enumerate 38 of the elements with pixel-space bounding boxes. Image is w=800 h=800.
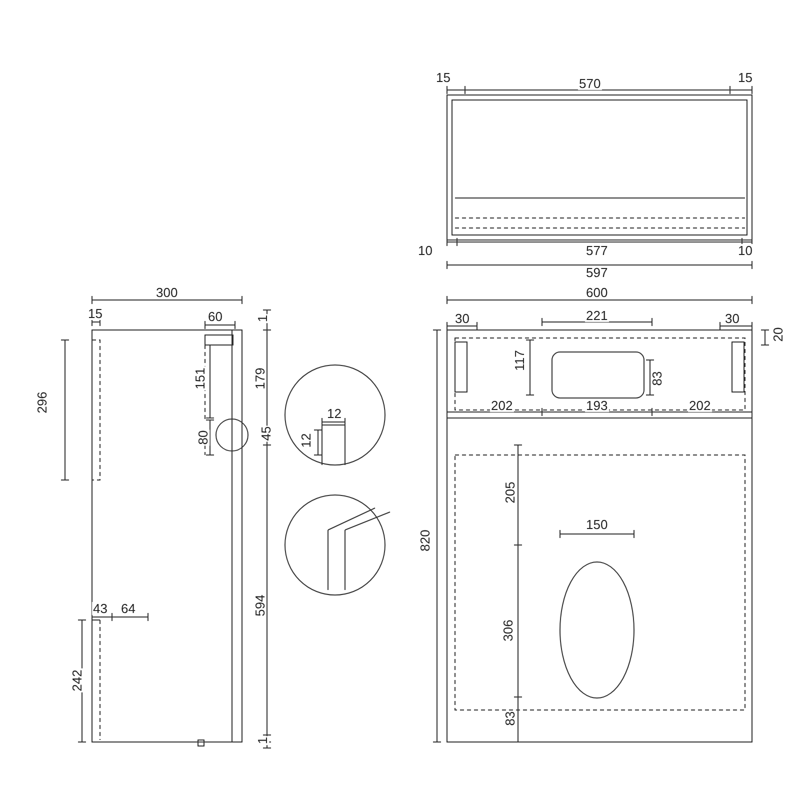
dimension-label: 306	[501, 618, 514, 642]
dimension-label: 570	[578, 76, 602, 90]
dimension-label: 202	[490, 398, 514, 412]
dimension-label: 64	[120, 602, 136, 614]
dimension-label: 221	[585, 308, 609, 322]
dimension-label: 45	[260, 424, 273, 442]
dimension-label: 15	[737, 70, 754, 84]
dimension-label: 30	[454, 312, 470, 324]
dimension-label: 577	[585, 244, 609, 256]
dimension-label: 296	[35, 390, 48, 414]
dimension-label: 20	[772, 326, 785, 342]
dimension-label: 80	[196, 428, 210, 446]
dimension-label: 83	[650, 370, 664, 386]
dimension-label: 83	[504, 710, 517, 726]
dimension-label: 150	[585, 518, 609, 530]
dimension-label: 43	[92, 602, 108, 614]
dimension-label: 15	[87, 306, 104, 320]
dimension-label: 15	[435, 70, 452, 84]
dimension-label: 1	[256, 735, 269, 745]
dimension-label: 193	[585, 398, 609, 412]
dimension-label: 594	[253, 593, 266, 617]
dimension-label: 202	[688, 398, 712, 412]
dimension-label: 205	[503, 480, 516, 504]
dimension-label: 597	[585, 266, 609, 278]
dimension-label: 10	[417, 244, 434, 256]
dimension-label: 12	[326, 406, 342, 420]
dimension-label: 820	[418, 528, 432, 552]
dimension-label: 60	[207, 310, 224, 322]
dimension-label: 10	[737, 244, 754, 256]
dimension-label: 30	[724, 312, 740, 324]
dimension-label: 300	[155, 286, 179, 298]
dimension-label: 179	[253, 366, 266, 390]
dimension-label: 600	[585, 286, 609, 298]
dimension-label: 1	[256, 313, 269, 323]
dimension-label: 117	[512, 348, 526, 372]
dimension-label: 12	[300, 432, 313, 448]
dimension-label: 151	[193, 366, 206, 390]
dimension-label: 242	[70, 668, 84, 692]
